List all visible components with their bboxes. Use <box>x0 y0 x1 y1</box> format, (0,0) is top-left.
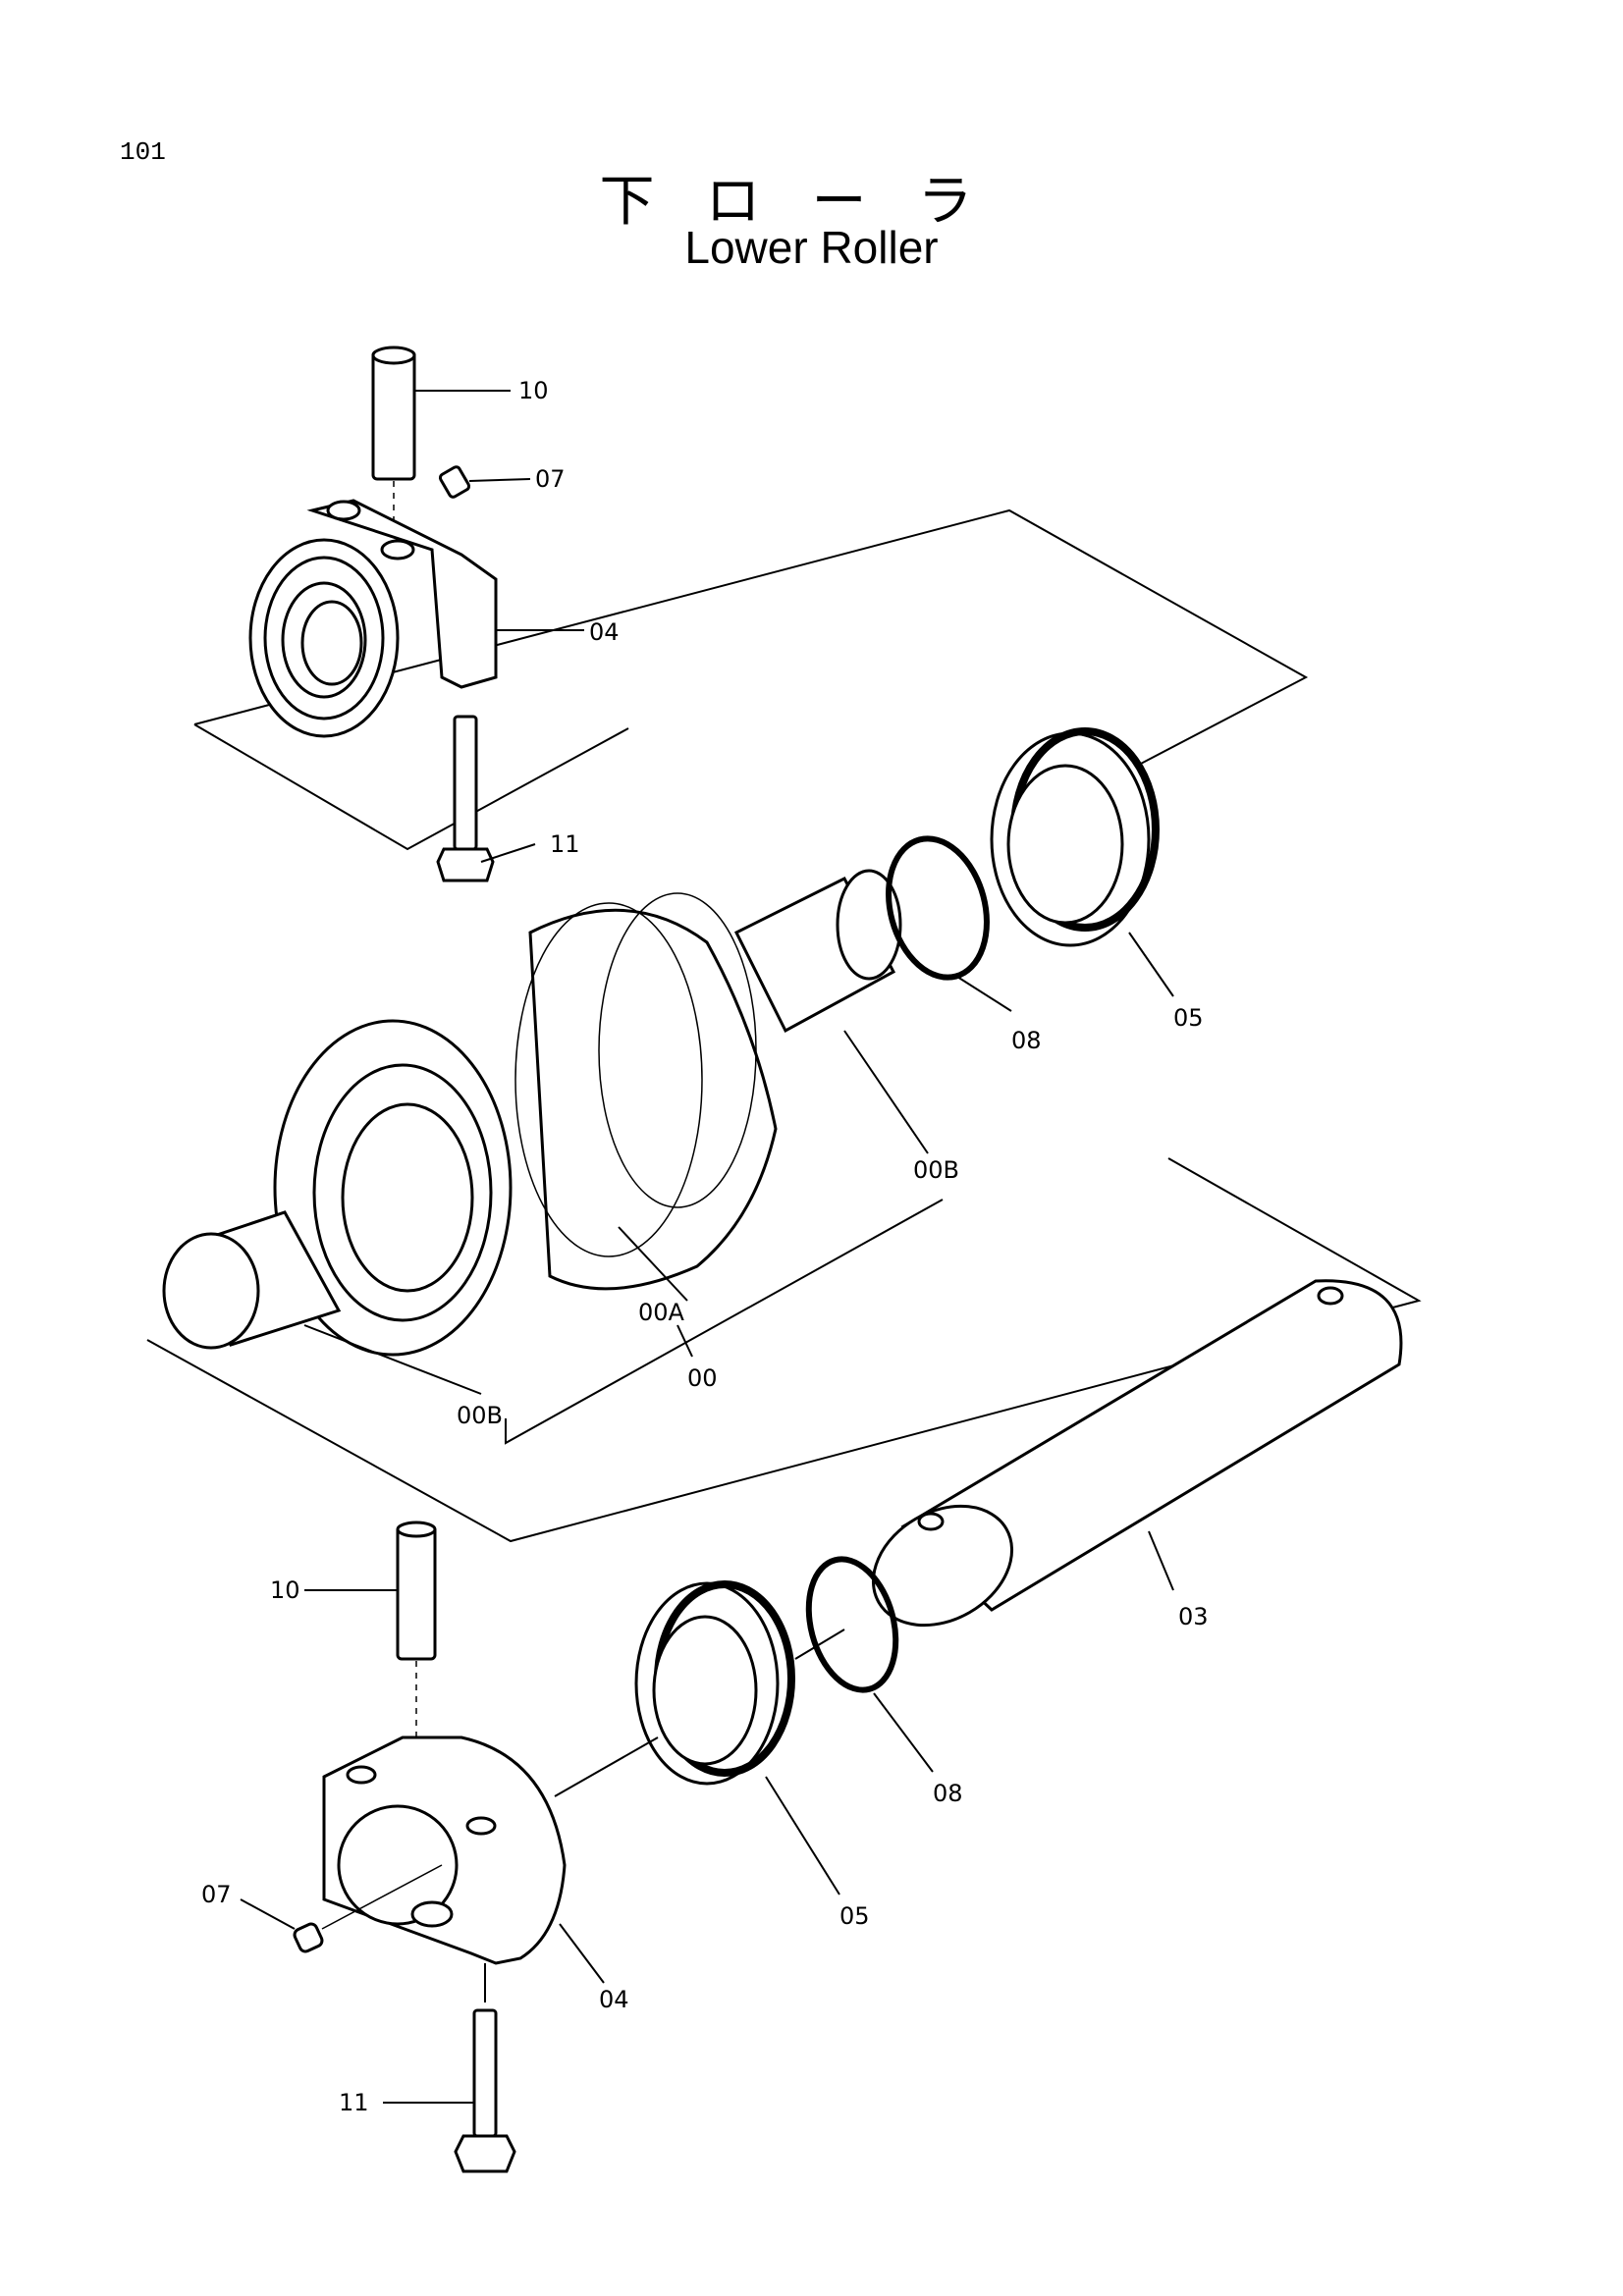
label-bottom-collar: 04 <box>599 1986 629 2013</box>
roller-body-part <box>273 892 778 1357</box>
left-bushing-part <box>162 1210 482 1395</box>
label-shaft: 03 <box>1178 1603 1209 1630</box>
bottom-plug-part <box>240 1864 443 1953</box>
page-number: 101 <box>120 137 166 167</box>
bottom-pin-part <box>304 1521 437 1811</box>
label-bottom-plug: 07 <box>201 1881 232 1908</box>
label-roller-body: 00A <box>638 1299 685 1326</box>
label-bottom-oring: 08 <box>933 1780 963 1807</box>
label-top-oring: 08 <box>1011 1027 1042 1054</box>
bottom-collar-part <box>322 1735 605 1984</box>
label-top-pin: 10 <box>518 377 549 404</box>
label-bottom-seal: 05 <box>839 1902 870 1930</box>
top-collar-part <box>248 499 584 738</box>
upper-assembly-frame <box>193 508 1309 851</box>
lower-assembly-frame <box>146 1157 1422 1543</box>
label-top-collar: 04 <box>589 618 620 646</box>
label-bottom-pin: 10 <box>270 1576 300 1604</box>
bottom-seal-part <box>554 1580 840 1896</box>
shaft-part <box>871 1279 1403 1628</box>
top-seal-part <box>990 727 1174 997</box>
page-title-english: Lower Roller <box>684 222 939 273</box>
top-pin-part <box>371 346 511 545</box>
roller-group-bracket <box>505 1199 944 1445</box>
top-plug-part <box>438 465 531 499</box>
label-top-seal: 05 <box>1173 1004 1204 1032</box>
label-bushing-left: 00B <box>457 1402 503 1429</box>
label-roller-assembly: 00 <box>687 1364 718 1392</box>
bottom-oring-part <box>794 1556 934 1773</box>
label-top-plug: 07 <box>535 465 566 493</box>
page-title-japanese: 下ローラ <box>599 170 1024 234</box>
bottom-bolt-part <box>383 1963 516 2173</box>
label-top-bolt: 11 <box>550 830 580 858</box>
label-bottom-bolt: 11 <box>339 2089 369 2116</box>
right-bushing-part <box>733 869 929 1154</box>
top-oring-part <box>886 835 1012 1012</box>
label-bushing-right: 00B <box>913 1156 959 1184</box>
top-bolt-part <box>436 715 536 882</box>
